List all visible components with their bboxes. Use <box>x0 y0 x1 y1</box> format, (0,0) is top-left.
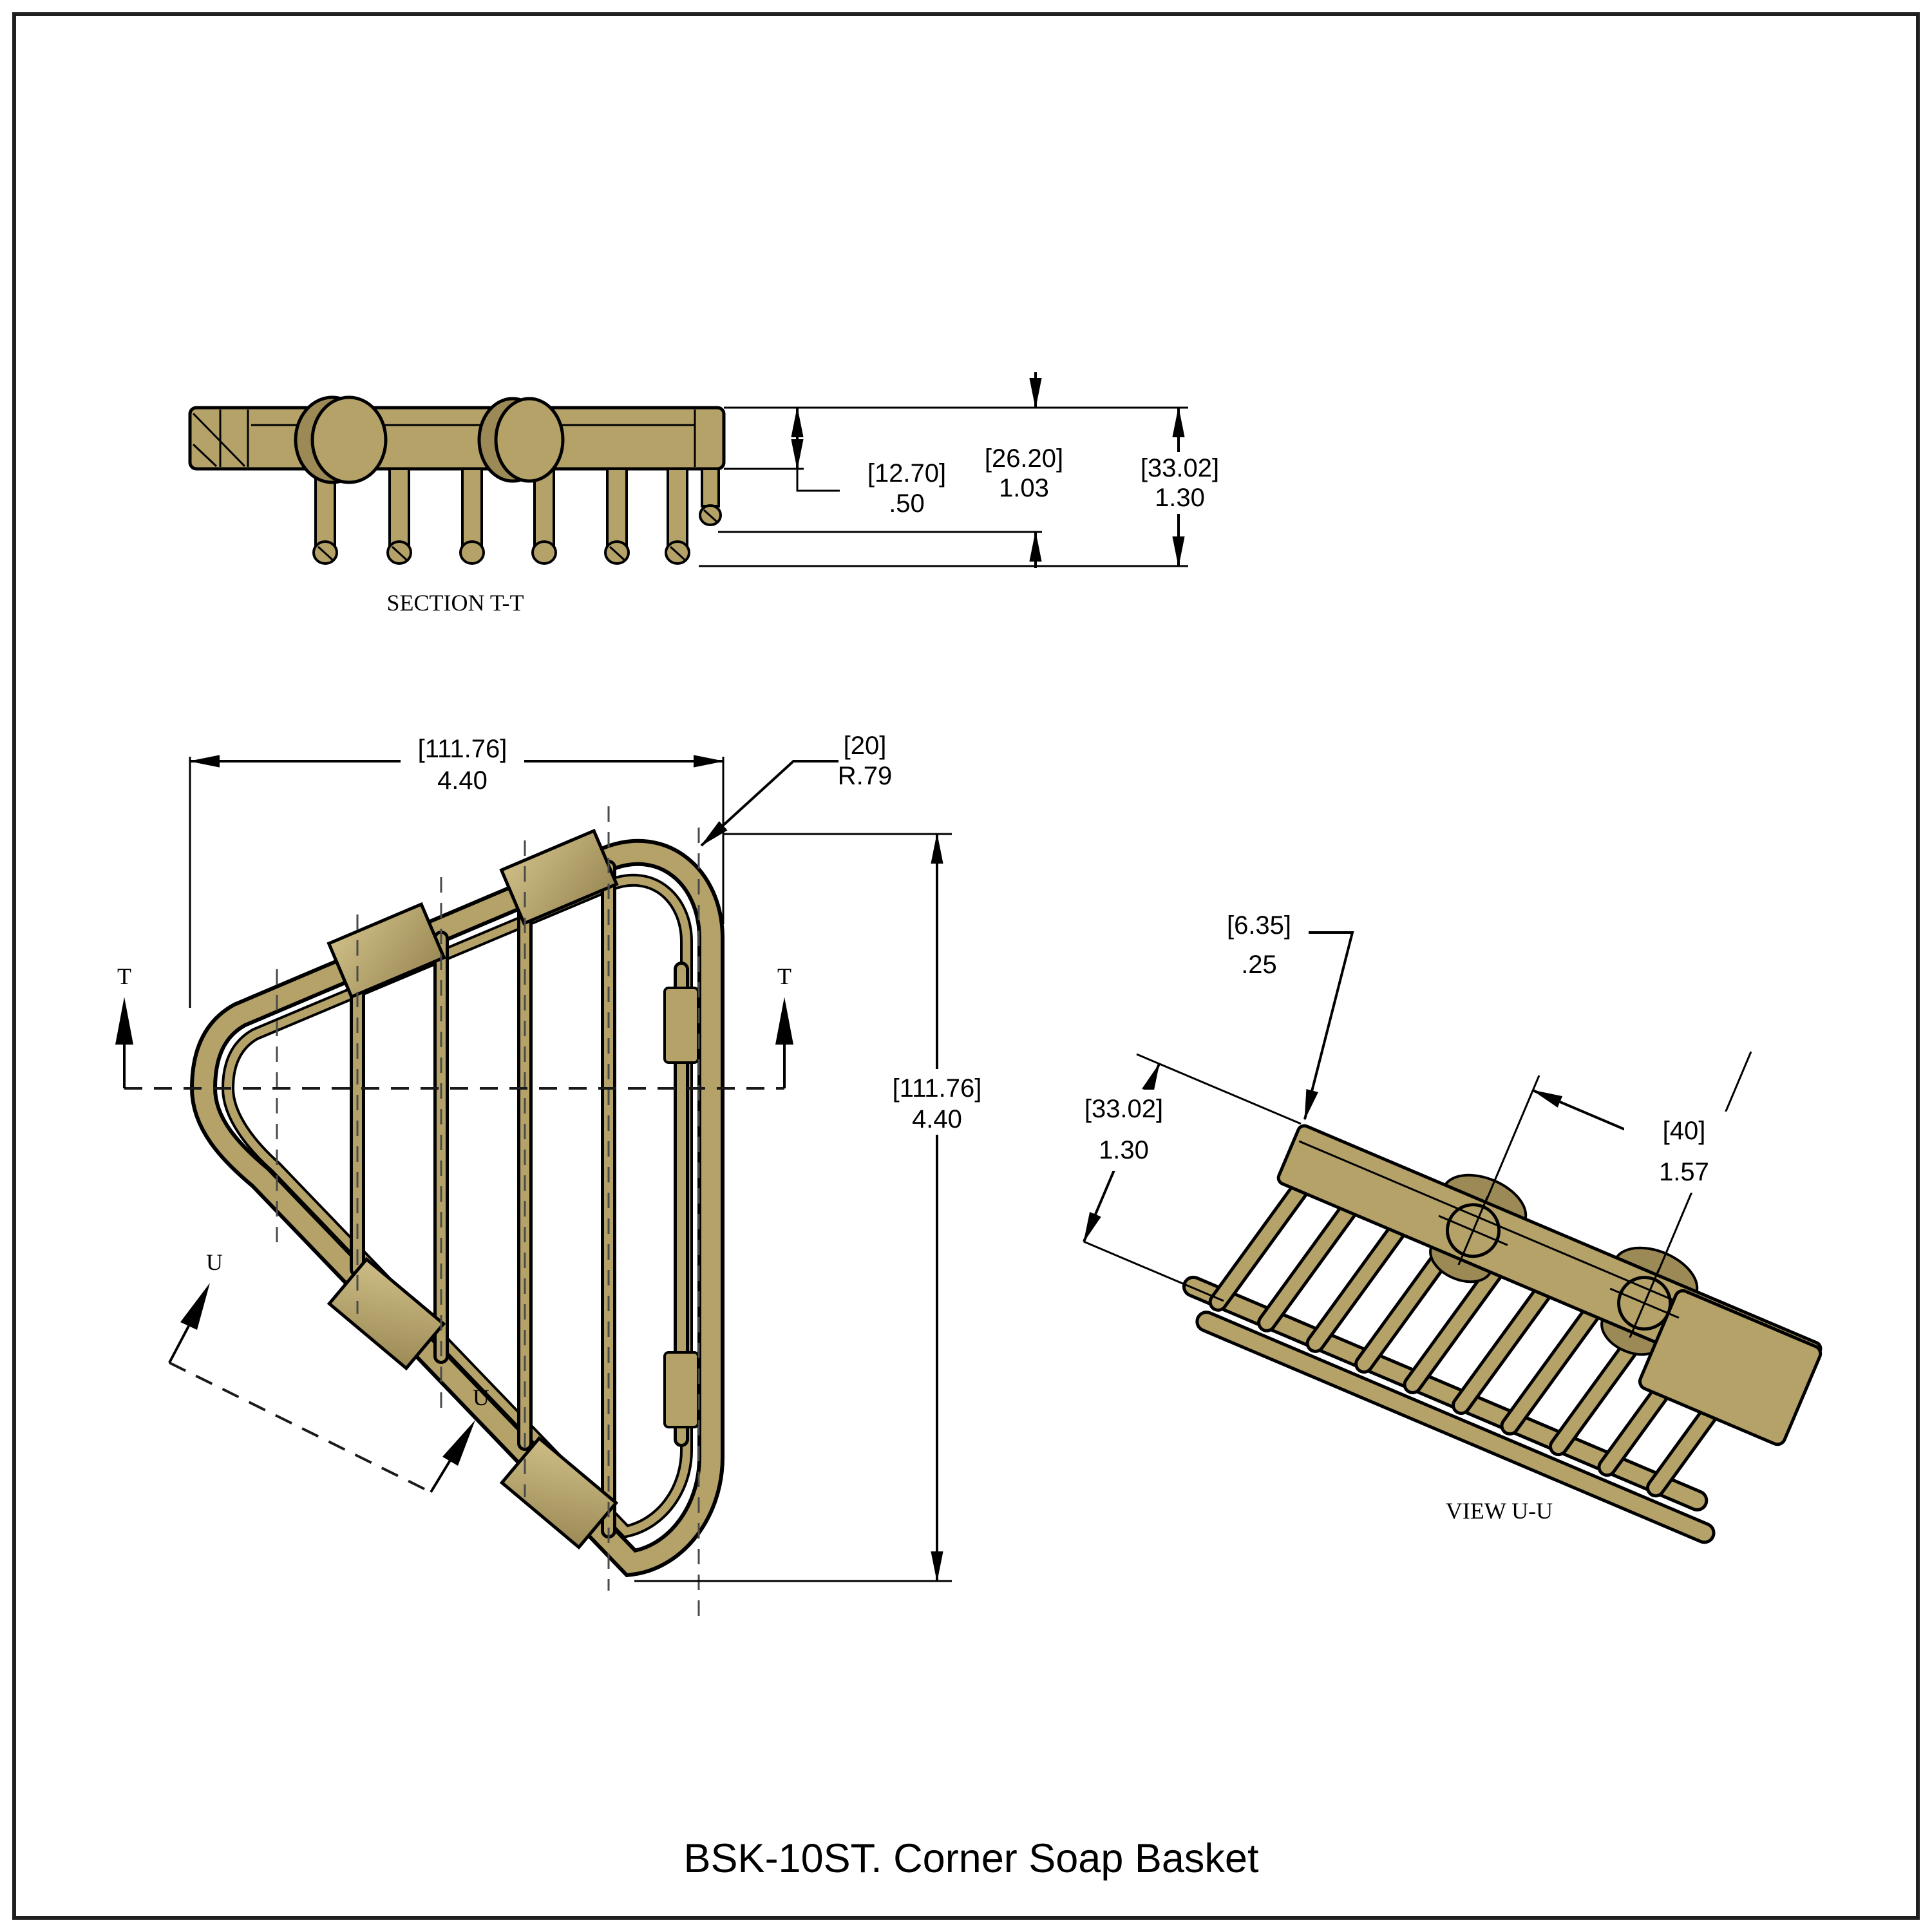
view-uu-body <box>1182 1124 1823 1544</box>
drawing-title: BSK-10ST. Corner Soap Basket <box>684 1836 1259 1881</box>
hole-crosshair <box>1457 1195 1489 1265</box>
rod-foot-hatch <box>703 509 718 523</box>
rod <box>1503 1303 1601 1433</box>
plan-width-dimension: [111.76] 4.40 <box>189 732 724 1008</box>
basket-rod <box>388 468 410 546</box>
u-marker-label: U <box>473 1385 489 1410</box>
mounting-pad <box>499 828 619 926</box>
rod <box>1406 1262 1504 1392</box>
dim-overall-width-in: 4.40 <box>437 766 488 795</box>
dimension-leader <box>796 469 840 492</box>
mounting-pad <box>499 1435 619 1550</box>
dim-inner-depth-in: 1.03 <box>999 474 1049 502</box>
text-mask <box>875 1069 1001 1135</box>
section-bar <box>188 406 726 471</box>
mounting-disc <box>494 397 565 483</box>
view-uu-label: VIEW U-U <box>1446 1498 1553 1524</box>
hole-spacing-dimension: [40] 1.57 <box>1485 1051 1752 1275</box>
hatch-line <box>192 412 246 468</box>
t-arrow-icon <box>775 997 793 1045</box>
dim-overall-height-in: 4.40 <box>912 1105 962 1133</box>
section-line-tt: T T <box>115 963 793 1090</box>
plan-height-dimension: [111.76] 4.40 <box>634 833 1001 1582</box>
section-tt-label: SECTION T-T <box>386 590 524 616</box>
text-mask <box>401 732 524 796</box>
section-dimensions: [12.70] .50 [26.20] 1.03 [33.02] 1.30 <box>699 372 1239 568</box>
rod <box>1358 1241 1455 1370</box>
rod-foot <box>531 540 557 565</box>
text-mask <box>1063 1090 1186 1171</box>
rod <box>1309 1220 1406 1350</box>
plate-end-panel <box>1638 1289 1823 1446</box>
rod-foot <box>459 540 485 565</box>
basket-rod <box>461 468 483 546</box>
mounting-holes <box>1438 1195 1680 1338</box>
section-cut-line <box>169 1361 431 1493</box>
mounting-discs <box>294 395 565 484</box>
leader-arrow <box>700 820 728 847</box>
corner-radius-dimension: [20] R.79 <box>700 732 893 847</box>
side-depth-dimension: [33.02] 1.30 <box>1063 1053 1302 1302</box>
extension-line <box>1083 1240 1224 1302</box>
basket-rod-short <box>701 468 720 507</box>
hole-crosshair <box>1629 1268 1660 1338</box>
leader-line <box>703 760 838 844</box>
u-marker-label: U <box>206 1249 223 1275</box>
wire-sleeve <box>663 987 699 1064</box>
mounting-disc <box>310 395 388 484</box>
text-mask <box>1121 452 1239 514</box>
section-tt-view: SECTION T-T [12.70] .50 [26.20] 1.03 [33… <box>188 372 1239 616</box>
dim-overall-depth-in: 1.30 <box>1155 484 1205 512</box>
rod-foot-hatch <box>609 545 625 561</box>
extension-line <box>1485 1075 1540 1201</box>
leader-arrow <box>1303 1088 1319 1121</box>
view-uu: [6.35] .25 [33.02] 1.30 [40] 1.57 VIEW U… <box>1063 911 1823 1544</box>
sheet-border <box>12 12 1920 1920</box>
wire-sleeve <box>663 1351 699 1428</box>
dim-rail-thickness-in: .25 <box>1241 951 1277 979</box>
rail-thickness-dimension: [6.35] .25 <box>1227 911 1354 1121</box>
dim-side-depth-in: 1.30 <box>1099 1136 1149 1164</box>
dim-inner-depth-mm: [26.20] <box>985 444 1063 473</box>
rod-foot-hatch <box>669 545 686 561</box>
dim-overall-height-mm: [111.76] <box>893 1074 982 1103</box>
dim-bracket-height-in: .50 <box>889 489 925 518</box>
leader-line <box>1306 931 1354 1110</box>
u-arrow-icon <box>442 1420 475 1466</box>
basket-rod <box>667 468 688 546</box>
dim-overall-width-mm: [111.76] <box>418 735 507 763</box>
dim-overall-depth-mm: [33.02] <box>1141 454 1219 482</box>
dim-hole-spacing-in: 1.57 <box>1659 1158 1709 1186</box>
u-arrow-shaft <box>430 1458 452 1493</box>
mounting-pads <box>327 828 619 1550</box>
section-line-uu: U U <box>168 1249 489 1493</box>
basket-rod <box>606 468 628 546</box>
dim-side-depth-mm: [33.02] <box>1084 1095 1163 1123</box>
basket-inner-rim <box>223 876 690 1536</box>
dim-corner-radius-in: R.79 <box>838 762 893 790</box>
dim-bracket-height-mm: [12.70] <box>867 459 946 488</box>
dim-corner-radius-mm: [20] <box>844 732 887 760</box>
hatch-line <box>192 443 218 468</box>
u-arrow-icon <box>180 1283 210 1330</box>
basket-rim <box>193 842 721 1573</box>
rail <box>1198 1314 1712 1541</box>
t-marker-label: T <box>117 963 131 989</box>
plan-view: T T U U [111.76] 4.40 [20] <box>115 732 1001 1623</box>
rod <box>1455 1282 1552 1412</box>
t-arrow-icon <box>115 997 133 1045</box>
t-marker-label: T <box>777 963 791 989</box>
extension-line <box>1136 1053 1302 1125</box>
rod <box>1260 1200 1358 1329</box>
u-arrow-shaft <box>168 1325 190 1363</box>
rod-foot-hatch <box>391 545 408 561</box>
dim-hole-spacing-mm: [40] <box>1663 1117 1706 1145</box>
rod-foot-hatch <box>317 545 334 561</box>
construction-lines <box>276 806 700 1623</box>
section-rod-feet <box>312 504 722 565</box>
text-mask <box>1624 1112 1745 1193</box>
dim-rail-thickness-mm: [6.35] <box>1227 911 1291 940</box>
rod <box>1211 1179 1309 1309</box>
